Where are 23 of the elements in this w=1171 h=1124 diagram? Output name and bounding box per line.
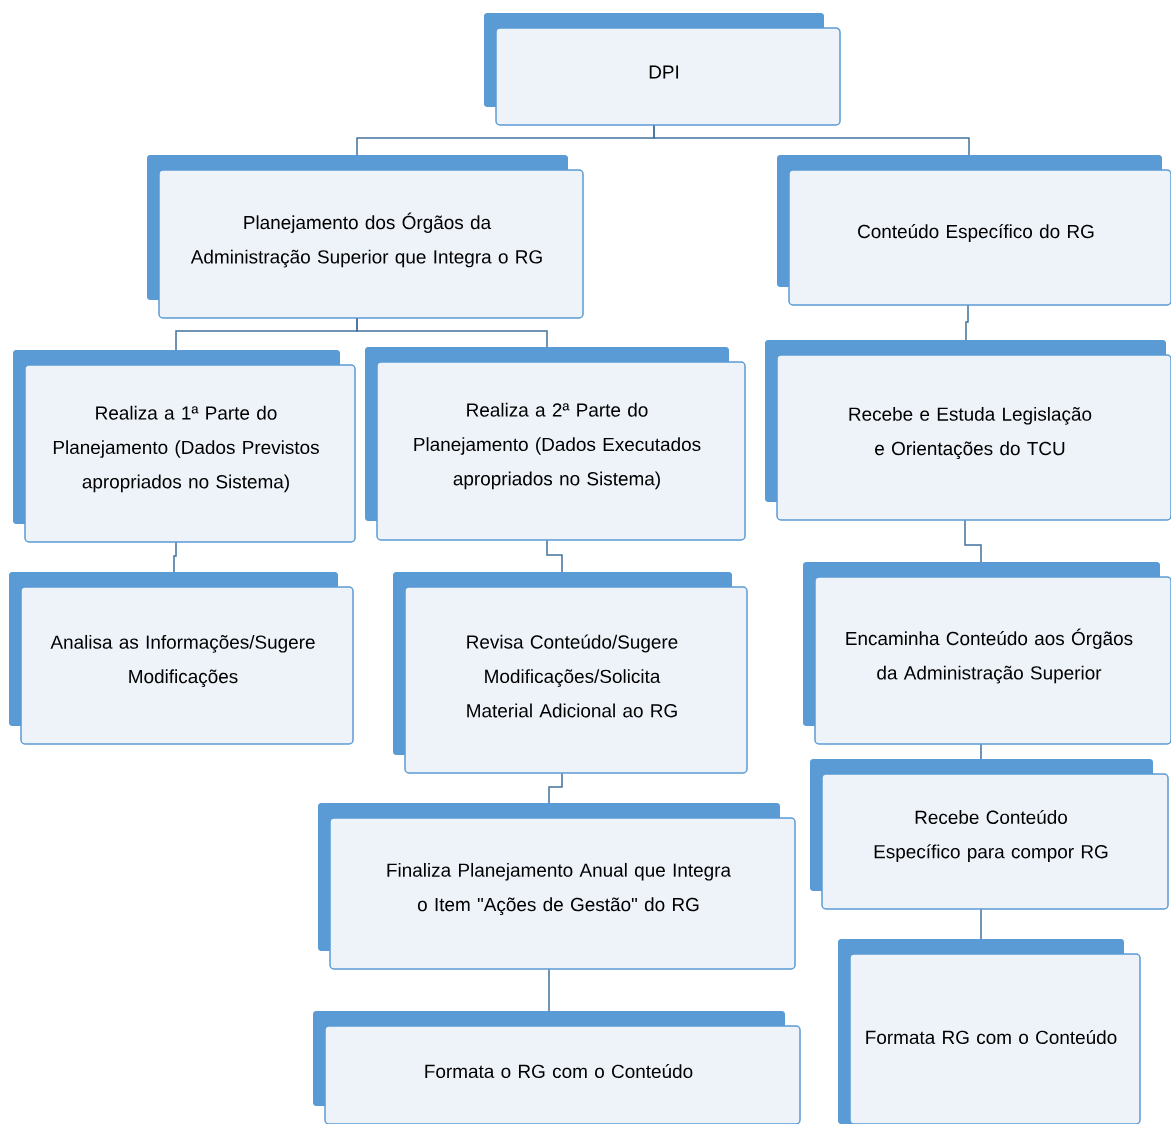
process-box: Formata o RG com o Conteúdo: [313, 1011, 801, 1124]
connector: [965, 304, 969, 341]
process-box: DPI: [484, 13, 841, 126]
process-box: Recebe e Estuda Legislação e Orientações do TCU: [765, 340, 1171, 521]
process-box: Analisa as Informações/Sugere Modificações: [9, 572, 354, 745]
connector: [980, 908, 982, 940]
connector: [173, 541, 177, 573]
process-box: Encaminha Conteúdo aos Órgãos da Administração Superior: [803, 562, 1171, 745]
process-box: Realiza a 1ª Parte do Planejamento (Dados Previstos apropriados no Sistema): [13, 350, 356, 543]
process-box: Finaliza Planejamento Anual que Integra o Item "Ações de Gestão" do RG: [318, 803, 796, 970]
connector: [653, 124, 970, 156]
connector: [546, 539, 563, 573]
connector: [548, 968, 550, 1012]
connector: [980, 743, 982, 760]
connector: [548, 772, 563, 804]
process-box: Conteúdo Específico do RG: [777, 155, 1171, 306]
process-box: Realiza a 2ª Parte do Planejamento (Dados Executados apropriados no Sistema): [365, 347, 746, 541]
process-box: Formata RG com o Conteúdo: [838, 939, 1141, 1124]
connector: [356, 317, 548, 348]
process-box: Revisa Conteúdo/Sugere Modificações/Solicita Material Adicional ao RG: [393, 572, 748, 774]
process-box: Planejamento dos Órgãos da Administração Superior que Integra o RG: [147, 155, 584, 319]
process-box: Recebe Conteúdo Específico para compor RG: [810, 759, 1169, 910]
connector: [964, 519, 982, 563]
